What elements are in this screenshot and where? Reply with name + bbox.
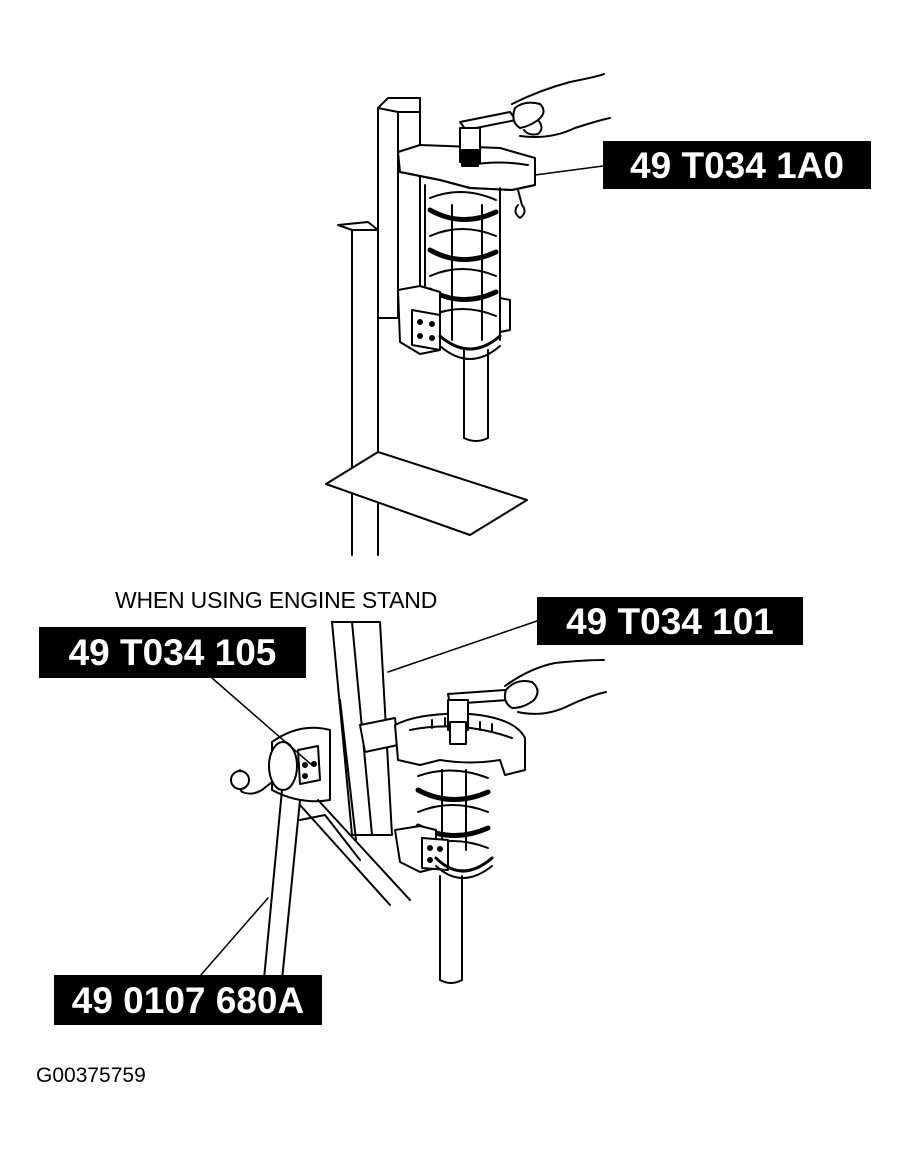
figure-id: G00375759 <box>36 1064 146 1087</box>
bottom-compressor-drawing <box>199 620 607 1001</box>
part-number-label-top: 49 T034 1A0 <box>603 141 871 189</box>
engine-stand-caption: WHEN USING ENGINE STAND <box>115 587 438 613</box>
part-number-label-compressor: 49 T034 101 <box>537 597 803 645</box>
part-number-label-stand: 49 0107 680A <box>54 975 322 1025</box>
part-number-label-attachment: 49 T034 105 <box>39 627 306 678</box>
top-compressor-drawing <box>325 73 611 556</box>
